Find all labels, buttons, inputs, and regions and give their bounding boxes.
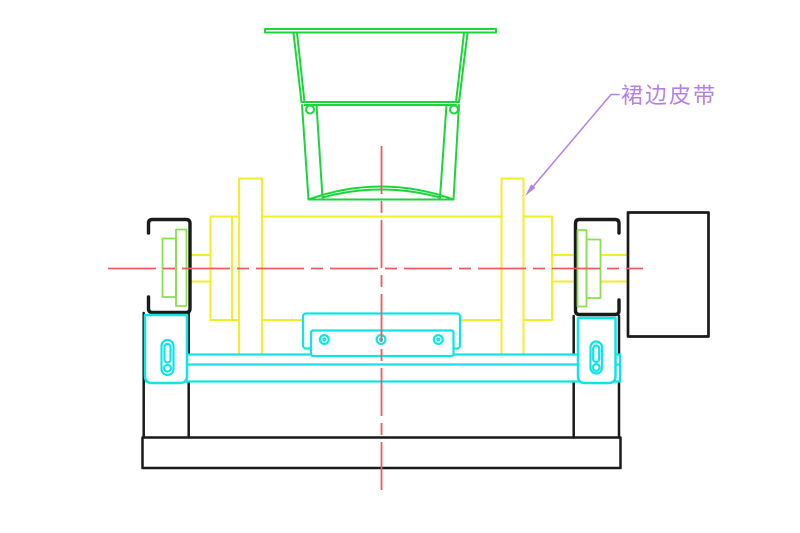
bearing-left: [146, 217, 192, 315]
cross-beam: [144, 353, 622, 383]
leg-body-left: [143, 313, 189, 385]
beam-body: [144, 353, 622, 383]
leader-annotation: 裙边皮带: [525, 84, 717, 196]
hopper-seam: [300, 101, 460, 106]
plate-hole-dot-1: [322, 337, 327, 342]
skirt-flange-right: [500, 177, 525, 357]
leg-slot-left: [160, 338, 175, 377]
skirt-flange-left: [238, 177, 263, 357]
plate-hole-3: [432, 334, 444, 346]
hopper-bolt-circle-right: [449, 104, 459, 115]
annotation-label: 裙边皮带: [621, 84, 717, 109]
drive-box: [626, 211, 710, 338]
leg-body-right: [576, 316, 617, 385]
shaft-stub-left: [189, 254, 212, 283]
feed-hopper: [264, 28, 497, 201]
shaft-stub-drive: [599, 254, 629, 283]
hopper-bolt-circle-left: [305, 104, 315, 115]
plate-hole-dot-3: [436, 337, 441, 342]
leg-slot-inner-right: [592, 344, 601, 364]
hopper-upper-wall-left: [292, 32, 306, 103]
centerlines: [108, 146, 643, 495]
support-leg-left: [143, 313, 189, 385]
skirt-flanges: [238, 177, 525, 357]
hopper-top-flange: [264, 28, 497, 34]
leader-arrowhead: [525, 184, 536, 196]
bearing-right: [573, 217, 621, 317]
leg-slot-inner-left: [163, 342, 172, 364]
shaft-stub-right: [551, 254, 574, 283]
leg-bolt-left: [163, 363, 173, 373]
hopper-upper-wall-right: [455, 32, 469, 103]
leg-slot-right: [589, 340, 604, 375]
hopper-lower-wall-left: [301, 104, 324, 201]
hopper-lower-wall-right: [439, 104, 460, 201]
bearing-bracket-right: [573, 217, 621, 317]
bearing-bracket-left: [146, 217, 192, 315]
plate-hole-1: [318, 334, 330, 346]
leader-line: [532, 93, 620, 188]
support-leg-right: [576, 316, 617, 385]
leg-bolt-right: [591, 363, 601, 373]
bearing-block-outer-left: [161, 237, 177, 298]
